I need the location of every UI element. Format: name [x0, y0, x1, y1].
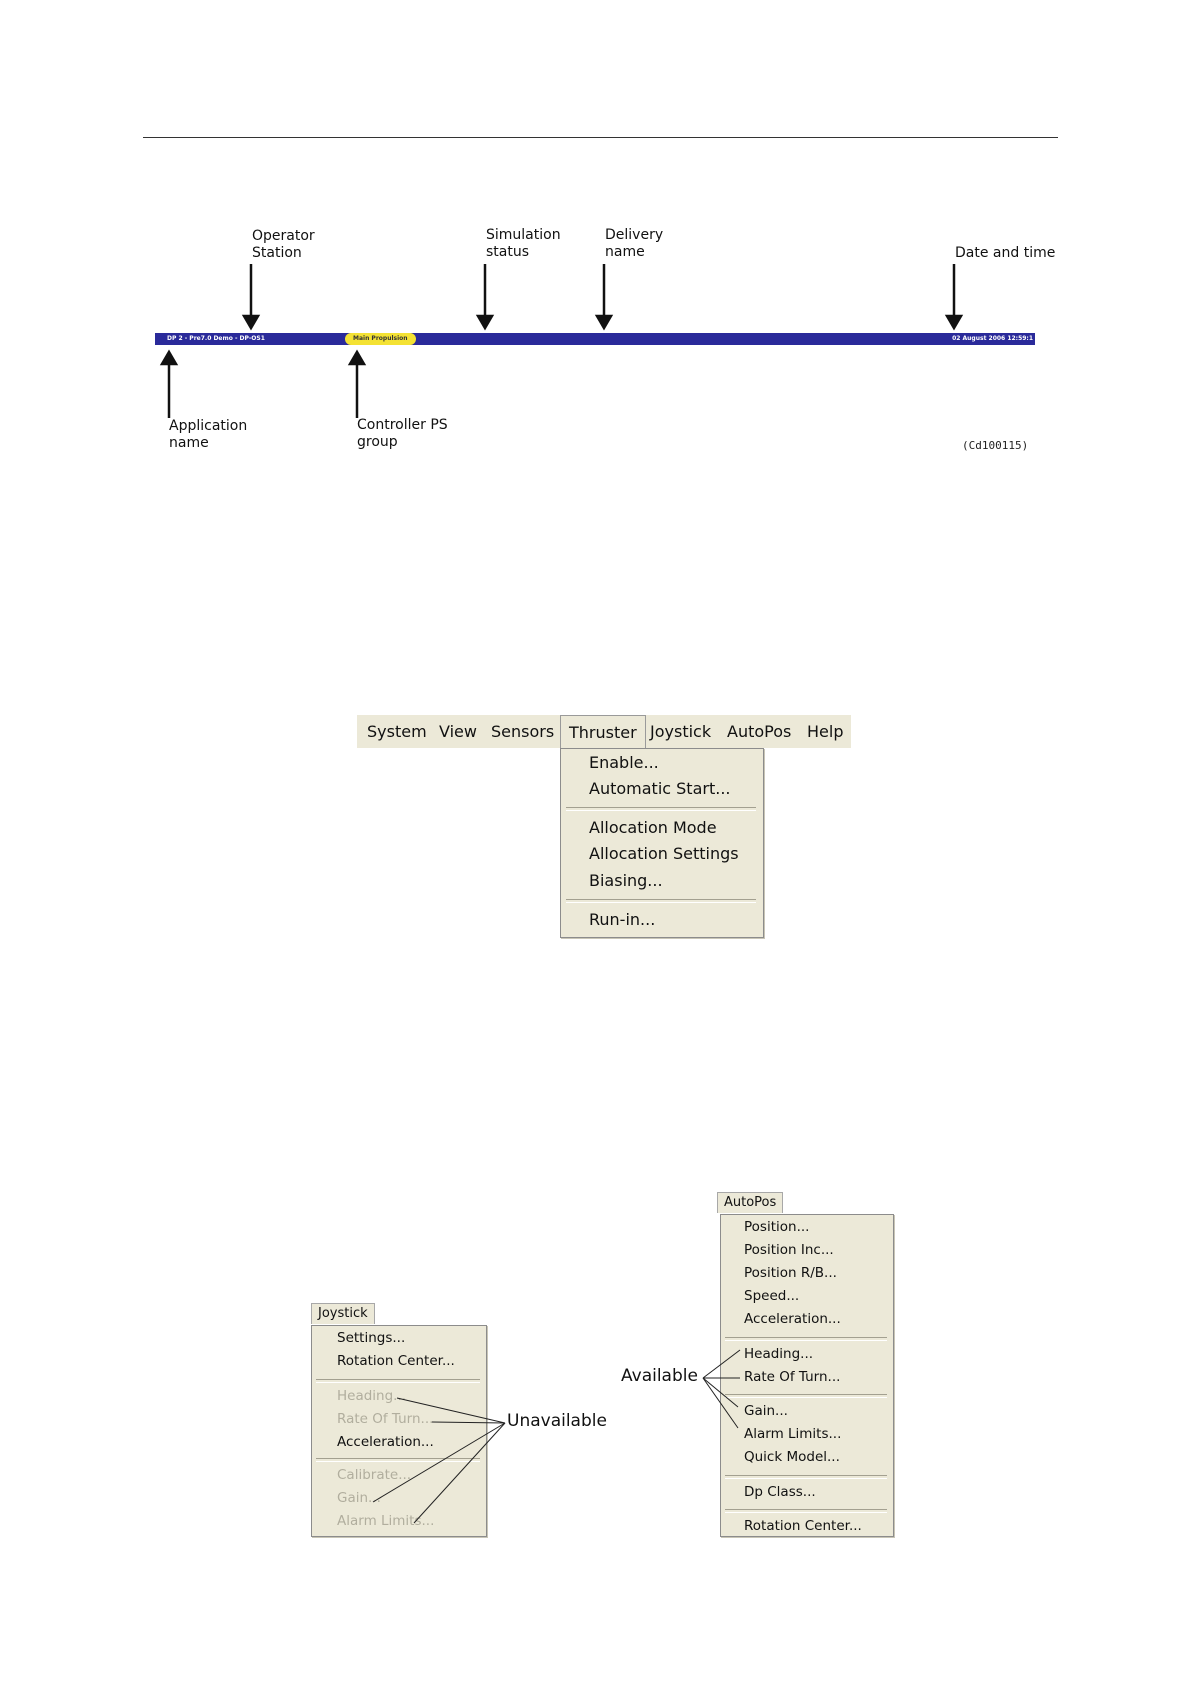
callout-text: Simulation: [486, 227, 561, 243]
autopos-item-dp-class[interactable]: Dp Class...: [744, 1484, 816, 1500]
application-status-bar: DP 2 - Pre7.0 Demo - DP-OS1 Main Propuls…: [155, 333, 1035, 345]
autopos-item-position[interactable]: Position...: [744, 1219, 810, 1235]
callout-text: Controller PS: [357, 417, 448, 433]
autopos-item-gain[interactable]: Gain...: [744, 1403, 788, 1419]
callout-date-and-time: Date and time: [955, 245, 1056, 261]
arrow-head: [594, 314, 614, 331]
joystick-item-gain: Gain...: [337, 1490, 381, 1506]
joystick-item-rate-of-turn: Rate Of Turn...: [337, 1411, 434, 1427]
callout-text: Delivery: [605, 227, 664, 243]
menu-item-run-in[interactable]: Run-in...: [589, 910, 656, 929]
callout-delivery-name: Delivery name: [605, 227, 663, 261]
joystick-dropdown: Settings... Rotation Center... Heading..…: [311, 1325, 487, 1537]
menu-separator: [725, 1475, 887, 1479]
callout-arrows: [159, 264, 964, 418]
arrow-head: [347, 349, 367, 366]
status-application-name: DP 2 - Pre7.0 Demo - DP-OS1: [167, 335, 265, 342]
autopos-item-position-rb[interactable]: Position R/B...: [744, 1265, 837, 1281]
menu-separator: [566, 807, 756, 811]
autopos-item-rotation-center[interactable]: Rotation Center...: [744, 1518, 862, 1534]
menu-separator: [725, 1509, 887, 1513]
annotation-leader-lines: [372, 1349, 741, 1524]
menu-joystick[interactable]: Joystick: [650, 722, 712, 741]
callout-text: Station: [252, 245, 302, 261]
menu-separator: [316, 1379, 480, 1383]
menu-separator: [725, 1337, 887, 1341]
status-date-time: 02 August 2006 12:59:1: [952, 335, 1033, 342]
autopos-dropdown: Position... Position Inc... Position R/B…: [720, 1214, 894, 1537]
figure-id: (Cd100115): [962, 439, 1029, 452]
menu-system[interactable]: System: [367, 722, 427, 741]
autopos-item-rate-of-turn[interactable]: Rate Of Turn...: [744, 1369, 841, 1385]
status-controller-group: Main Propulsion: [345, 333, 416, 345]
callout-text: Application: [169, 418, 248, 434]
menu-view[interactable]: View: [439, 722, 477, 741]
autopos-item-heading[interactable]: Heading...: [744, 1346, 814, 1362]
autopos-item-acceleration[interactable]: Acceleration...: [744, 1311, 841, 1327]
joystick-item-calibrate: Calibrate...: [337, 1467, 412, 1483]
page-header-rule: [143, 137, 1058, 138]
label-unavailable: Unavailable: [507, 1411, 607, 1431]
menu-item-biasing[interactable]: Biasing...: [589, 871, 663, 890]
joystick-item-settings[interactable]: Settings...: [337, 1330, 406, 1346]
joystick-item-acceleration[interactable]: Acceleration...: [337, 1434, 434, 1450]
autopos-menu-header[interactable]: AutoPos: [717, 1192, 784, 1213]
joystick-item-alarm-limits: Alarm Limits...: [337, 1513, 435, 1529]
callout-application-name: Application name: [169, 418, 247, 452]
callout-text: name: [605, 244, 645, 260]
callout-text: group: [357, 434, 398, 450]
menu-sensors[interactable]: Sensors: [491, 722, 555, 741]
autopos-item-quick-model[interactable]: Quick Model...: [744, 1449, 840, 1465]
arrow-head: [944, 314, 964, 331]
joystick-item-rotation-center[interactable]: Rotation Center...: [337, 1353, 455, 1369]
callout-text: name: [169, 435, 209, 451]
autopos-item-speed[interactable]: Speed...: [744, 1288, 800, 1304]
menu-separator: [566, 899, 756, 903]
arrow-head: [159, 349, 179, 366]
autopos-item-alarm-limits[interactable]: Alarm Limits...: [744, 1426, 842, 1442]
menu-help[interactable]: Help: [807, 722, 844, 741]
callout-simulation-status: Simulation status: [486, 227, 561, 261]
callout-operator-station: Operator Station: [252, 228, 315, 262]
autopos-item-position-inc[interactable]: Position Inc...: [744, 1242, 834, 1258]
arrow-head: [475, 314, 495, 331]
callout-text: status: [486, 244, 530, 260]
menu-separator: [725, 1394, 887, 1398]
menu-item-allocation-settings[interactable]: Allocation Settings: [589, 844, 739, 863]
arrow-head: [241, 314, 261, 331]
thruster-dropdown: Enable... Automatic Start... Allocation …: [560, 748, 764, 938]
label-available: Available: [621, 1366, 698, 1386]
callout-text: Operator: [252, 228, 315, 244]
joystick-item-heading: Heading...: [337, 1388, 407, 1404]
menu-autopos[interactable]: AutoPos: [727, 722, 792, 741]
menu-separator: [316, 1458, 480, 1462]
menu-item-automatic-start[interactable]: Automatic Start...: [589, 779, 731, 798]
menu-thruster[interactable]: Thruster: [560, 715, 646, 748]
menu-item-enable[interactable]: Enable...: [589, 753, 659, 772]
menu-item-allocation-mode[interactable]: Allocation Mode: [589, 818, 717, 837]
callout-controller-ps-group: Controller PS group: [357, 417, 448, 451]
menu-bar: System View Sensors Thruster Joystick Au…: [357, 715, 851, 748]
joystick-menu-header[interactable]: Joystick: [311, 1303, 375, 1324]
